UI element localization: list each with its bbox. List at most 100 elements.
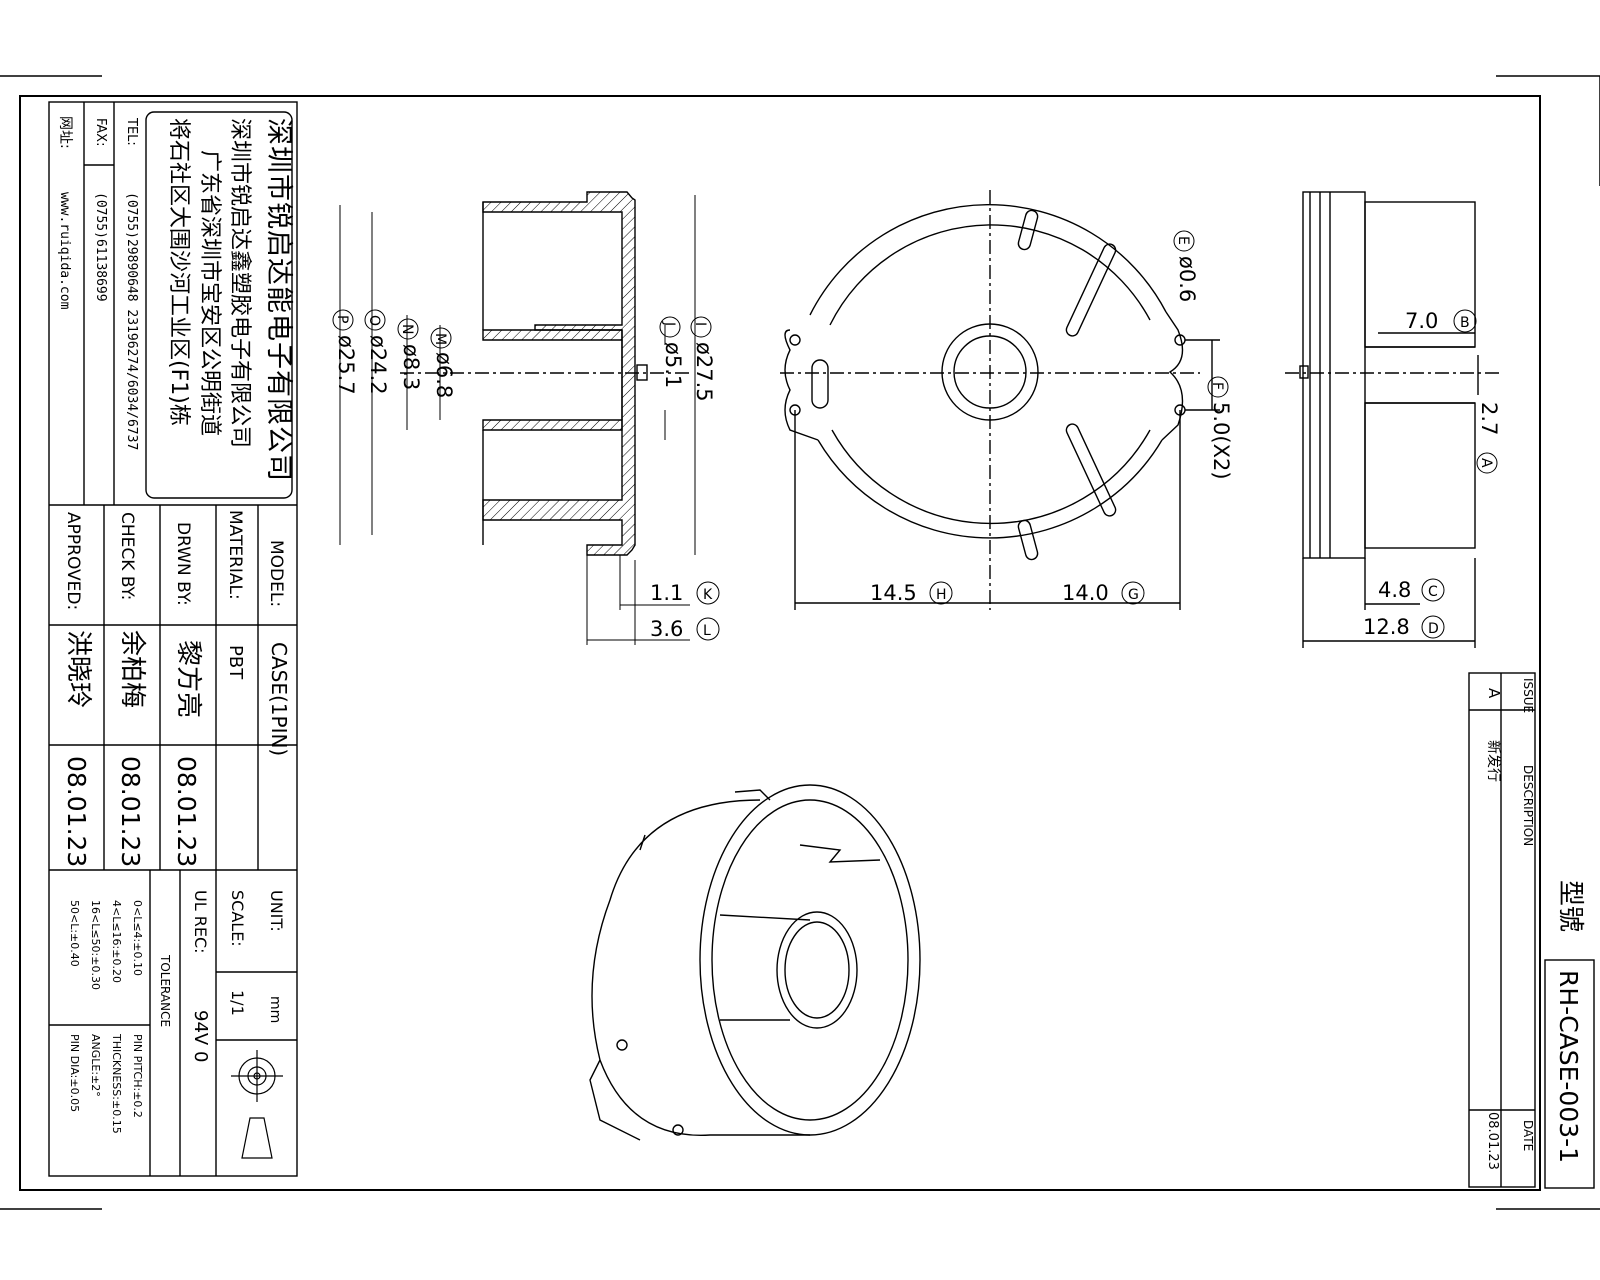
scale-label: SCALE: [228,890,247,947]
dim-M: M ø6.8 [430,327,456,398]
web-label: 网址: [57,116,73,149]
dim-P: P ø25.7 [332,309,358,395]
approved-name: 洪晓玲 [63,630,93,708]
dim-H-value: 14.5 [870,581,917,605]
company-address-1: 广东省深圳市宝安区公明街道 [197,150,222,436]
callout-C: C [1428,584,1438,600]
dim-L-value: 3.6 [650,617,683,641]
model-value: CASE(1PIN) [267,642,291,756]
check-name: 余柏梅 [117,630,147,708]
dim-I-value: ø27.5 [692,342,716,402]
check-date: 08.01.23 [116,756,145,867]
dim-J-value: ø5.1 [661,342,685,388]
issue-label: ISSUE [1521,678,1535,713]
dim-J: J ø5.1 [659,316,685,388]
side-view [1285,191,1500,648]
dim-C-value: 4.8 [1378,578,1411,602]
company-name-2: 深圳市锐启达鑫塑胶电子有限公司 [227,118,252,448]
dim-D: 12.8 D [1363,615,1445,639]
fax-value: (0755)61138699 [93,192,108,302]
callout-J: J [661,321,677,326]
callout-P: P [334,315,350,323]
web-value: www.ruiqida.com [57,192,72,310]
dim-E-value: ø0.6 [1175,256,1199,302]
dim-O: O ø24.2 [364,309,390,395]
ul-label: UL REC: [191,890,210,954]
dim-A-value: 2.7 [1477,402,1501,435]
tolerance-7: ANGLE:±2° [89,1034,102,1097]
dim-L: 3.6 L [650,617,720,641]
callout-I: I [692,322,708,326]
tel-value: (0755)29890648 23196274/6034/6737 [124,192,139,450]
date-value: 08.01.23 [1485,1112,1500,1170]
drwn-name: 黎方亮 [173,640,203,718]
dim-B: 7.0 B [1405,309,1477,333]
description-label: DESCRIPTION [1521,765,1535,846]
dim-K: 1.1 K [650,581,720,605]
callout-N: N [399,324,415,334]
dim-I: I ø27.5 [690,316,716,402]
callout-D: D [1428,621,1439,637]
tolerance-8: PIN DIA:±0.05 [68,1034,81,1112]
company-address-2: 将石社区大围沙河工业区(F1)栋 [166,118,191,426]
callout-K: K [703,587,713,603]
callout-L: L [703,623,711,639]
dim-O-value: ø24.2 [366,335,390,395]
callout-G: G [1128,587,1139,603]
dim-B-value: 7.0 [1405,309,1438,333]
tolerance-6: THICKNESS:±0.15 [110,1033,123,1134]
title-block-text: 深圳市锐启达能电子有限公司 深圳市锐启达鑫塑胶电子有限公司 广东省深圳市宝安区公… [57,116,294,1134]
tolerance-4: 50<L:±0.40 [68,900,81,967]
part-number: RH-CASE-003-1 [1554,970,1583,1163]
callout-F: F [1209,382,1225,390]
date-label: DATE [1521,1120,1535,1151]
part-type-label: 型號 [1555,880,1585,932]
section-view [400,191,690,556]
revision-text: ISSUE A DESCRIPTION 新发行 DATE 08.01.23 型號… [1485,678,1585,1170]
drwn-date: 08.01.23 [172,756,201,867]
dim-E: E ø0.6 [1173,230,1199,302]
model-label: MODEL: [266,540,286,607]
dim-D-value: 12.8 [1363,615,1410,639]
dim-G-value: 14.0 [1062,581,1109,605]
issue-value: A [1485,688,1503,699]
approved-label: APPROVED: [63,512,83,610]
dim-C: 4.8 C [1378,578,1445,602]
tel-label: TEL: [124,117,139,146]
dim-F: F 5.0(X2) [1207,376,1233,480]
callout-M: M [432,333,448,345]
front-view [780,190,1220,610]
approved-date: 08.01.23 [62,756,91,867]
unit-value: mm [267,996,283,1023]
callout-A: A [1478,458,1494,468]
tolerance-1: 0<L≤4:±0.10 [131,900,144,976]
section-dimensions [339,195,696,645]
dim-N: N ø8.3 [397,318,423,390]
callout-E: E [1175,236,1191,245]
tolerance-3: 16<L≤50:±0.30 [89,900,102,990]
fax-label: FAX: [93,118,108,146]
dim-F-value: 5.0(X2) [1209,402,1233,480]
revision-block [1468,672,1595,1189]
dim-G: 14.0 G [1062,581,1145,605]
tolerance-label: TOLERANCE [158,954,172,1027]
dim-P-value: ø25.7 [334,335,358,395]
dim-H: 14.5 H [870,581,953,605]
dim-M-value: ø6.8 [432,352,456,398]
check-label: CHECK BY: [117,512,137,600]
drwn-label: DRWN BY: [173,522,193,606]
scale-value: 1/1 [228,990,247,1016]
ul-value: 94V 0 [190,1010,211,1062]
description-value: 新发行 [1485,740,1501,782]
dim-K-value: 1.1 [650,581,683,605]
callout-O: O [366,315,382,326]
isometric-view [589,784,921,1141]
material-label: MATERIAL: [225,510,245,600]
sheet-border [19,95,1541,1191]
company-name: 深圳市锐启达能电子有限公司 [263,118,294,482]
callout-B: B [1460,315,1470,331]
tolerance-2: 4<L≤16:±0.20 [110,900,123,983]
corner-marks [0,75,1600,1210]
unit-label: UNIT: [267,890,286,932]
tolerance-5: PIN PITCH:±0.2 [131,1034,144,1118]
